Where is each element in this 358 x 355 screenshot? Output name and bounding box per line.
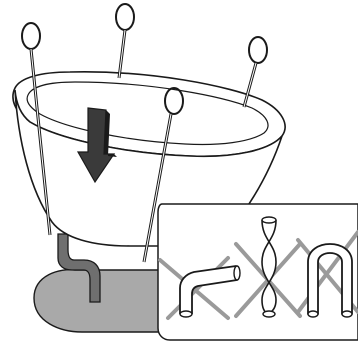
lifting-strap-icon (142, 87, 184, 263)
bathtub-inner-rim (26, 81, 269, 146)
no-kinked-hose-icon (158, 256, 241, 320)
no-looped-hose-icon (296, 230, 358, 318)
drain-hose (57, 233, 101, 303)
down-arrow-icon (76, 107, 117, 184)
lifting-strap-icon (115, 3, 135, 79)
lifting-strap-icon (21, 22, 52, 236)
lifting-strap-icon (242, 36, 268, 108)
no-twisted-hose-icon (234, 216, 302, 318)
